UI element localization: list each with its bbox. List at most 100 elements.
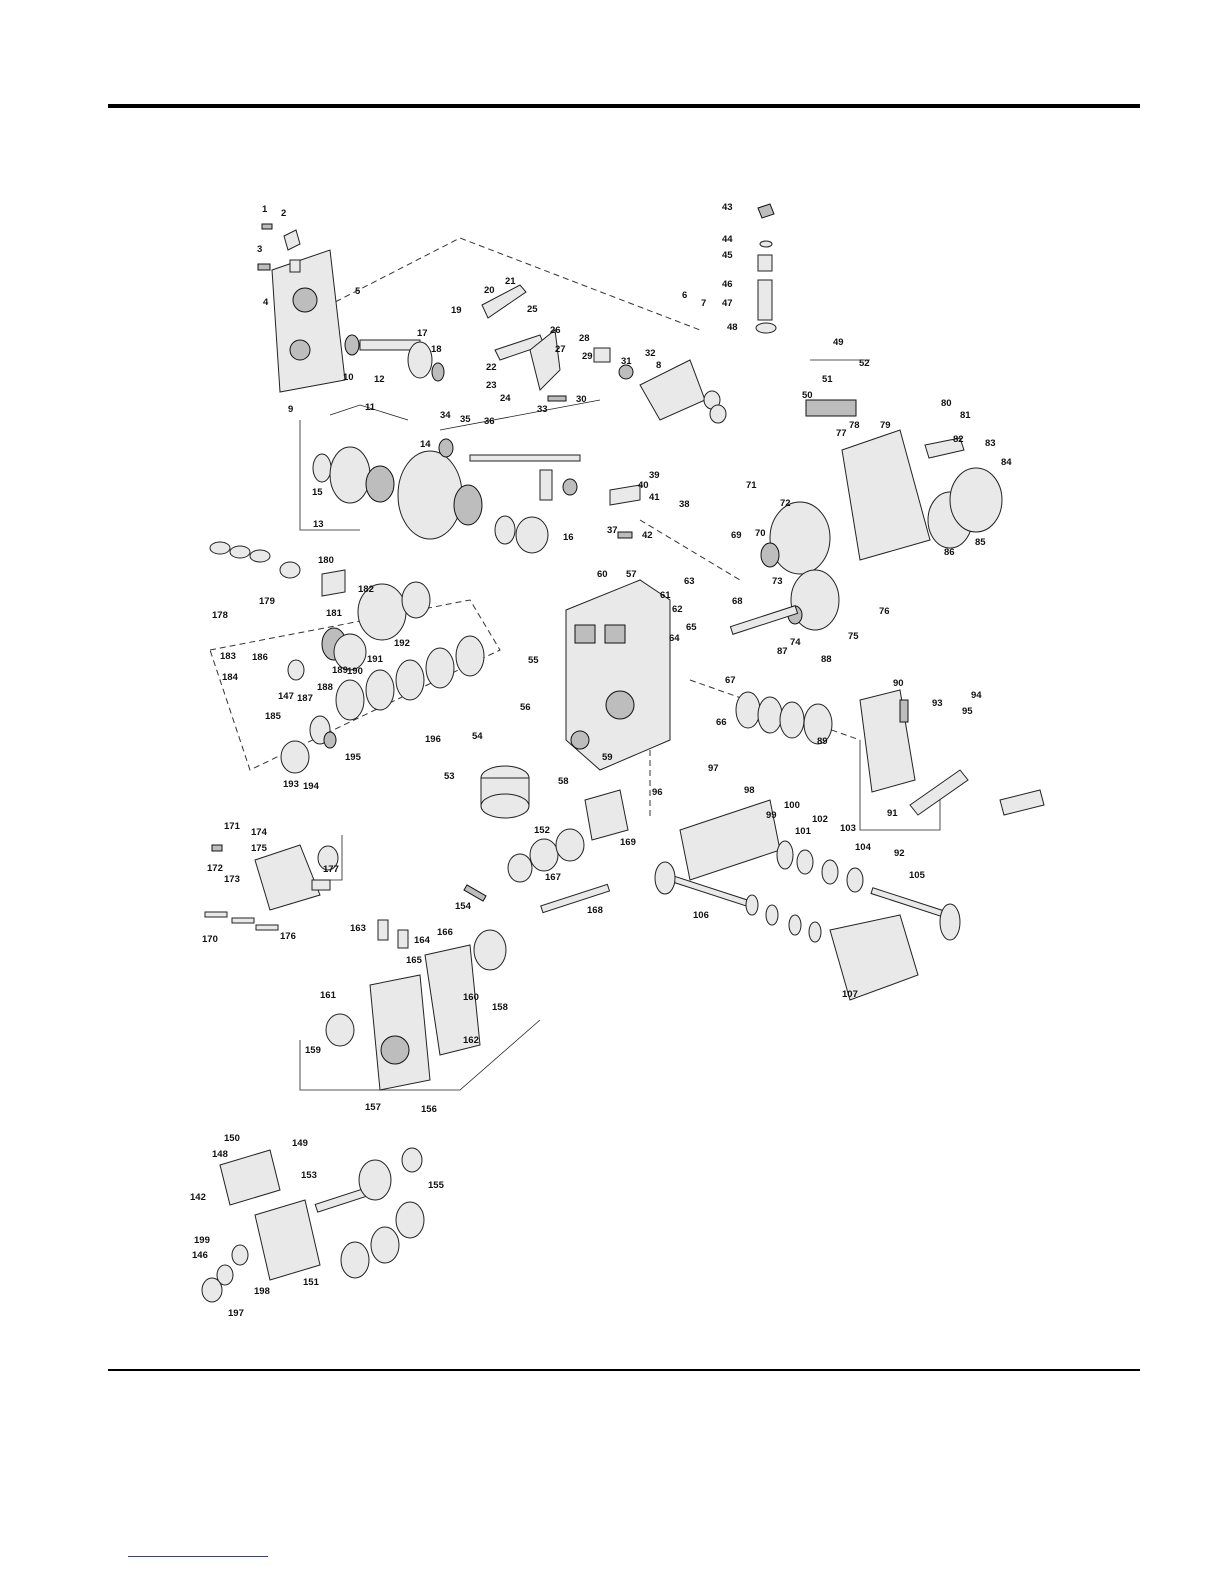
axle-housing-right bbox=[679, 799, 961, 941]
part-callout-98: 98 bbox=[744, 785, 755, 796]
part-callout-182: 182 bbox=[358, 584, 374, 595]
part-callout-103: 103 bbox=[840, 823, 856, 834]
part-callout-148: 148 bbox=[212, 1149, 228, 1160]
part-callout-149: 149 bbox=[292, 1138, 308, 1149]
part-callout-22: 22 bbox=[486, 362, 497, 373]
part-callout-48: 48 bbox=[727, 322, 738, 333]
header-rule bbox=[108, 104, 1140, 108]
part-callout-164: 164 bbox=[414, 935, 431, 946]
brake-assembly bbox=[735, 689, 1045, 816]
part-callout-6: 6 bbox=[682, 290, 687, 301]
part-callout-5: 5 bbox=[355, 286, 361, 297]
part-callout-156: 156 bbox=[421, 1104, 437, 1115]
part-callout-174: 174 bbox=[251, 827, 268, 838]
part-callout-23: 23 bbox=[486, 380, 497, 391]
part-callout-8: 8 bbox=[656, 360, 661, 371]
input-shaft-assembly bbox=[344, 334, 445, 382]
part-callout-181: 181 bbox=[326, 608, 343, 619]
part-callout-154: 154 bbox=[455, 901, 472, 912]
part-callout-77: 77 bbox=[836, 428, 847, 439]
part-callout-72: 72 bbox=[780, 498, 791, 509]
part-callout-93: 93 bbox=[932, 698, 943, 709]
part-callout-33: 33 bbox=[537, 404, 548, 415]
part-callout-172: 172 bbox=[207, 863, 223, 874]
part-callout-27: 27 bbox=[555, 344, 566, 355]
part-callout-10: 10 bbox=[343, 372, 354, 383]
part-callout-24: 24 bbox=[500, 393, 511, 404]
part-callout-28: 28 bbox=[579, 333, 590, 344]
pulley-assembly bbox=[760, 501, 840, 631]
part-callout-87: 87 bbox=[777, 646, 788, 657]
part-callout-155: 155 bbox=[428, 1180, 445, 1191]
part-callout-199: 199 bbox=[194, 1235, 210, 1246]
part-callout-198: 198 bbox=[254, 1286, 270, 1297]
clutch-assembly bbox=[312, 446, 549, 554]
part-callout-190: 190 bbox=[347, 666, 363, 677]
part-callout-9: 9 bbox=[288, 404, 293, 415]
part-callout-31: 31 bbox=[621, 356, 632, 367]
part-callout-17: 17 bbox=[417, 328, 428, 339]
part-callout-58: 58 bbox=[558, 776, 569, 787]
part-callout-64: 64 bbox=[669, 633, 680, 644]
part-callout-3: 3 bbox=[257, 244, 262, 255]
part-callout-171: 171 bbox=[224, 821, 241, 832]
part-callout-161: 161 bbox=[320, 990, 337, 1001]
part-callout-159: 159 bbox=[305, 1045, 321, 1056]
part-callout-67: 67 bbox=[725, 675, 736, 686]
part-callout-169: 169 bbox=[620, 837, 636, 848]
footer-link-underline[interactable] bbox=[128, 1556, 268, 1557]
part-callout-70: 70 bbox=[755, 528, 766, 539]
part-callout-167: 167 bbox=[545, 872, 561, 883]
part-callout-20: 20 bbox=[484, 285, 495, 296]
part-callout-196: 196 bbox=[425, 734, 441, 745]
part-callout-160: 160 bbox=[463, 992, 479, 1003]
part-callout-14: 14 bbox=[420, 439, 431, 450]
part-callout-71: 71 bbox=[746, 480, 757, 491]
part-callout-59: 59 bbox=[602, 752, 613, 763]
part-callout-12: 12 bbox=[374, 374, 385, 385]
part-callout-52: 52 bbox=[859, 358, 870, 369]
left-gear-stack bbox=[209, 541, 485, 774]
part-callout-168: 168 bbox=[587, 905, 603, 916]
part-callout-78: 78 bbox=[849, 420, 860, 431]
part-callout-90: 90 bbox=[893, 678, 904, 689]
part-callout-44: 44 bbox=[722, 234, 733, 245]
part-callout-62: 62 bbox=[672, 604, 683, 615]
part-callout-188: 188 bbox=[317, 682, 333, 693]
part-callout-195: 195 bbox=[345, 752, 362, 763]
part-callout-29: 29 bbox=[582, 351, 593, 362]
part-callout-65: 65 bbox=[686, 622, 697, 633]
part-callout-186: 186 bbox=[252, 652, 268, 663]
part-callout-84: 84 bbox=[1001, 457, 1012, 468]
part-callout-94: 94 bbox=[971, 690, 982, 701]
part-callout-54: 54 bbox=[472, 731, 483, 742]
part-callout-16: 16 bbox=[563, 532, 574, 543]
part-callout-97: 97 bbox=[708, 763, 719, 774]
part-callout-19: 19 bbox=[451, 305, 462, 316]
part-callout-151: 151 bbox=[303, 1277, 320, 1288]
part-callout-173: 173 bbox=[224, 874, 240, 885]
part-callout-165: 165 bbox=[406, 955, 423, 966]
part-callout-80: 80 bbox=[941, 398, 952, 409]
mounting-bolts bbox=[204, 911, 279, 931]
part-callout-18: 18 bbox=[431, 344, 442, 355]
part-callout-51: 51 bbox=[822, 374, 833, 385]
part-callout-163: 163 bbox=[350, 923, 366, 934]
part-callout-11: 11 bbox=[365, 402, 376, 413]
part-callout-43: 43 bbox=[722, 202, 733, 213]
part-callout-162: 162 bbox=[463, 1035, 479, 1046]
grouping-brackets bbox=[299, 359, 941, 1091]
part-callout-75: 75 bbox=[848, 631, 859, 642]
shift-fork-set bbox=[609, 484, 641, 539]
oil-filter bbox=[480, 765, 530, 819]
part-callout-82: 82 bbox=[953, 434, 964, 445]
part-callout-88: 88 bbox=[821, 654, 832, 665]
part-callout-153: 153 bbox=[301, 1170, 317, 1181]
part-callout-102: 102 bbox=[812, 814, 828, 825]
part-callout-42: 42 bbox=[642, 530, 653, 541]
part-callout-39: 39 bbox=[649, 470, 660, 481]
part-callout-47: 47 bbox=[722, 298, 733, 309]
part-callout-150: 150 bbox=[224, 1133, 240, 1144]
